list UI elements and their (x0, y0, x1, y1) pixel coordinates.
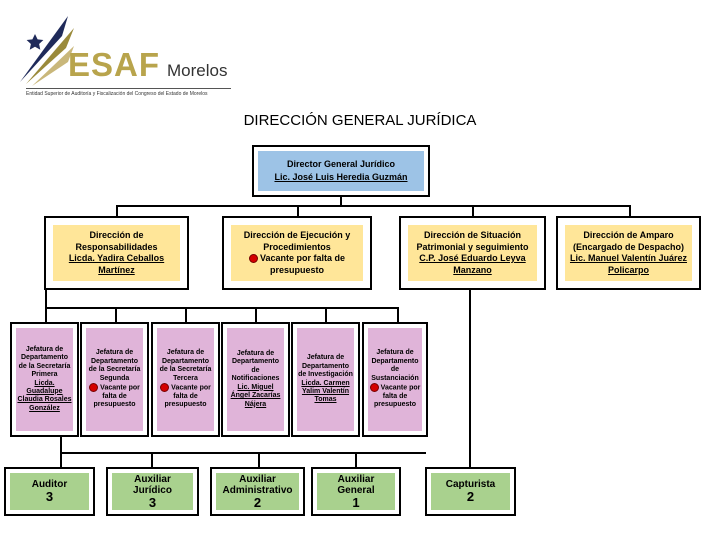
logo-name: ESAF (68, 46, 161, 83)
jefatura-vacancy: Vacante por falta de presupuesto (368, 383, 422, 410)
vacancy-dot-icon (89, 383, 99, 393)
jefatura-sustanciacion-box: Jefatura de Departamento de Sustanciació… (362, 322, 428, 437)
vacancy-text: Vacante por falta de presupuesto (164, 384, 211, 409)
logo-mark-icon (20, 16, 74, 86)
vacancy-text: Vacante por falta de presupuesto (93, 384, 140, 409)
direccion-amparo-box: Dirección de Amparo (Encargado de Despac… (556, 216, 701, 290)
direccion-title: Dirección de Amparo (Encargado de Despac… (572, 230, 685, 252)
staff-auxiliar-general-box: Auxiliar General 1 (311, 467, 401, 516)
staff-count: 3 (45, 489, 54, 504)
jefatura-title: Jefatura de Departamento de Sustanciació… (371, 349, 419, 382)
director-general-box: Director General Jurídico Lic. José Luis… (252, 145, 430, 197)
director-name: Lic. José Luis Heredia Guzmán (274, 172, 408, 182)
vacancy-dot-icon (160, 383, 170, 393)
page-title: DIRECCIÓN GENERAL JURÍDICA (243, 112, 477, 129)
jefatura-title: Jefatura de Departamento de Notificacion… (231, 350, 280, 383)
staff-auxiliar-administrativo-box: Auxiliar Administrativo 2 (210, 467, 305, 516)
vacancy-dot-icon (248, 254, 258, 264)
jefatura-title: Jefatura de Departamento de la Secretarí… (18, 345, 71, 379)
jefatura-investigacion-box: Jefatura de Departamento de Investigació… (291, 322, 360, 437)
jefatura-title: Jefatura de Departamento de la Secretarí… (159, 349, 212, 382)
jefatura-title: Jefatura de Departamento de la Secretarí… (88, 349, 141, 382)
jefatura-vacancy: Vacante por falta de presupuesto (86, 383, 143, 410)
staff-title: Capturista (445, 479, 496, 490)
jefatura-secretaria-segunda-box: Jefatura de Departamento de la Secretarí… (80, 322, 149, 437)
vacancy-dot-icon (369, 383, 379, 393)
vacancy-text: Vacante por falta de presupuesto (259, 253, 346, 275)
staff-count: 1 (352, 494, 360, 510)
direccion-title: Dirección de Ejecución y Procedimientos (243, 230, 351, 252)
jefatura-name: Licda. Guadalupe Claudia Rosales Gonzále… (17, 379, 72, 412)
jefatura-title: Jefatura de Departamento de Investigació… (298, 354, 353, 379)
staff-title: Auditor (31, 479, 68, 490)
staff-title: Auxiliar Jurídico (133, 473, 172, 496)
direccion-name: Licda. Yadira Ceballos Martínez (68, 253, 165, 275)
direccion-situacion-patrimonial-box: Dirección de Situación Patrimonial y seg… (399, 216, 546, 290)
vacancy-text: Vacante por falta de presupuesto (373, 384, 421, 409)
jefatura-secretaria-primera-box: Jefatura de Departamento de la Secretarí… (10, 322, 79, 437)
logo-subtitle: Entidad Superior de Auditoría y Fiscaliz… (26, 91, 208, 97)
staff-auditor-box: Auditor 3 (4, 467, 95, 516)
staff-count: 2 (253, 494, 262, 510)
direccion-vacancy: Vacante por falta de presupuesto (231, 253, 363, 276)
direccion-title: Dirección de Responsabilidades (75, 230, 158, 252)
staff-title: Auxiliar Administrativo (222, 473, 293, 496)
jefatura-name: Licda. Carmen Yalim Valentín Tomas (301, 379, 350, 404)
staff-title: Auxiliar General (337, 473, 375, 496)
jefatura-name: Lic. Miguel Ángel Zacarías Nájera (230, 383, 281, 408)
direccion-responsabilidades-box: Dirección de Responsabilidades Licda. Ya… (44, 216, 189, 290)
jefatura-notificaciones-box: Jefatura de Departamento de Notificacion… (221, 322, 290, 437)
logo-state: Morelos (167, 61, 228, 80)
jefatura-secretaria-tercera-box: Jefatura de Departamento de la Secretarí… (151, 322, 220, 437)
direccion-name: Lic. Manuel Valentín Juárez Policarpo (569, 253, 688, 275)
staff-auxiliar-juridico-box: Auxiliar Jurídico 3 (106, 467, 199, 516)
jefatura-vacancy: Vacante por falta de presupuesto (157, 383, 214, 410)
direccion-ejecucion-box: Dirección de Ejecución y Procedimientos … (222, 216, 372, 290)
staff-capturista-box: Capturista 2 (425, 467, 516, 516)
director-title: Director General Jurídico (286, 159, 396, 169)
staff-count: 2 (466, 489, 475, 504)
staff-count: 3 (148, 494, 157, 510)
logo-underline (26, 88, 231, 89)
direccion-name: C.P. José Eduardo Leyva Manzano (419, 253, 526, 275)
direccion-title: Dirección de Situación Patrimonial y seg… (416, 230, 529, 252)
